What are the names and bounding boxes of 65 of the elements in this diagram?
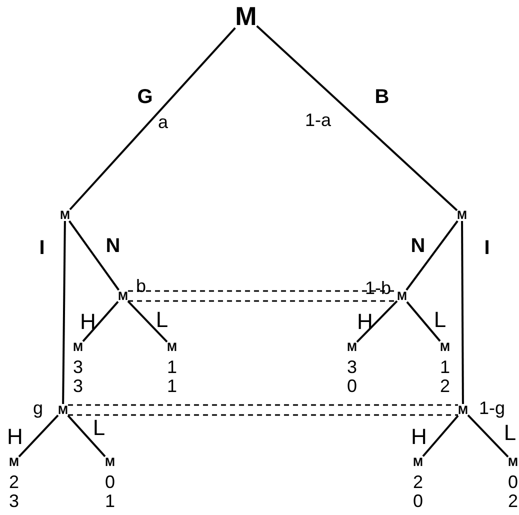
node-marker: M: [118, 290, 128, 302]
tree-branch: [256, 25, 458, 212]
payoff-value: 1: [440, 358, 450, 376]
payoff-value: 3: [73, 377, 83, 395]
node-marker: M: [73, 341, 83, 353]
edge-label: N: [106, 236, 120, 256]
tree-branch: [62, 220, 66, 404]
node-marker: M: [397, 290, 407, 302]
tree-branch: [461, 221, 464, 404]
edge-label: H: [7, 426, 23, 448]
node-marker: M: [413, 456, 423, 468]
payoff-value: 0: [508, 473, 518, 491]
edge-label: B: [374, 87, 390, 107]
edge-label: H: [80, 311, 96, 333]
payoff-value: 0: [413, 492, 423, 510]
payoff-value: 3: [347, 358, 357, 376]
edge-label: I: [484, 238, 490, 258]
tree-branch: [69, 27, 236, 210]
tree-branch: [18, 414, 59, 458]
payoff-value: 3: [9, 492, 19, 510]
tree-branch: [127, 300, 168, 342]
edge-label: L: [504, 422, 516, 444]
payoff-value: 2: [9, 473, 19, 491]
node-marker: M: [457, 209, 467, 221]
edge-label: I: [39, 238, 45, 258]
edge-label: L: [92, 417, 106, 439]
payoff-value: 3: [73, 358, 83, 376]
tree-branch: [406, 301, 441, 342]
payoff-value: 1: [167, 377, 177, 395]
node-marker: M: [508, 456, 518, 468]
edge-label: H: [357, 311, 373, 333]
tree-branch: [68, 220, 120, 291]
payoff-value: 2: [413, 473, 423, 491]
node-marker: M: [105, 456, 115, 468]
payoff-value: 2: [440, 377, 450, 395]
probability-label: g: [33, 399, 43, 417]
tree-branch: [467, 414, 509, 458]
payoff-value: 1: [167, 358, 177, 376]
payoff-value: 2: [508, 492, 518, 510]
node-marker: M: [235, 3, 257, 29]
payoff-value: 0: [105, 473, 115, 491]
edge-label: N: [410, 236, 426, 256]
tree-branch: [67, 414, 106, 458]
edge-label: G: [137, 87, 153, 107]
node-marker: M: [60, 209, 70, 221]
payoff-value: 0: [347, 377, 357, 395]
node-marker: M: [58, 404, 68, 416]
tree-branch: [422, 415, 459, 457]
probability-label: a: [158, 113, 168, 131]
node-marker: M: [167, 341, 177, 353]
probability-label: 1-a: [305, 111, 331, 129]
payoff-value: 1: [105, 492, 115, 510]
node-marker: M: [458, 404, 468, 416]
information-set-line: [67, 404, 459, 416]
probability-label: 1-g: [479, 399, 505, 417]
edge-label: H: [411, 426, 427, 448]
probability-label: 1-b: [365, 279, 391, 297]
tree-branch: [406, 220, 458, 291]
tree-branch: [82, 301, 119, 342]
edge-label: L: [434, 309, 446, 331]
node-marker: M: [440, 341, 450, 353]
node-marker: M: [347, 341, 357, 353]
edge-label: L: [156, 309, 168, 331]
tree-branch: [356, 300, 398, 343]
node-marker: M: [9, 456, 19, 468]
